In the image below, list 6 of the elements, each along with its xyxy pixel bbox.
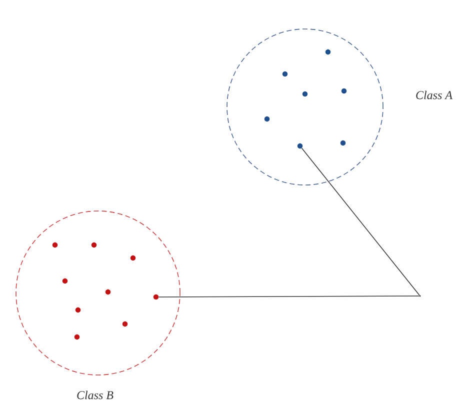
connector-line bbox=[158, 296, 420, 298]
data-point bbox=[153, 294, 159, 300]
data-point bbox=[297, 143, 303, 149]
connector-line bbox=[301, 148, 420, 296]
node-label: Class A bbox=[416, 90, 453, 100]
node-label: Class B bbox=[77, 390, 114, 400]
